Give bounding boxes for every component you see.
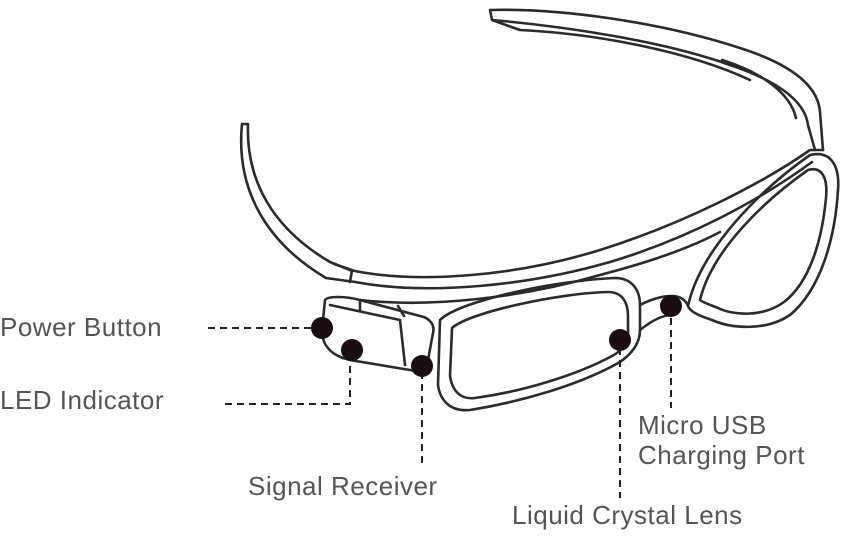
led-indicator-marker xyxy=(341,339,363,361)
power-button-label: Power Button xyxy=(0,312,163,342)
usb-port-marker xyxy=(660,295,682,317)
micro-usb-label: Micro USB Charging Port xyxy=(638,410,805,470)
liquid-crystal-lens-label: Liquid Crystal Lens xyxy=(512,500,743,530)
far-lens-frame xyxy=(686,152,840,329)
far-temple-arm xyxy=(488,8,825,152)
power-button-marker xyxy=(311,317,333,339)
micro-usb-label-line1: Micro USB xyxy=(638,410,767,440)
led-indicator-leader xyxy=(225,356,351,405)
near-lens-frame xyxy=(436,276,642,412)
lens-marker xyxy=(609,329,631,351)
signal-receiver-marker xyxy=(411,355,433,377)
signal-receiver-label: Signal Receiver xyxy=(248,471,438,501)
led-indicator-label: LED Indicator xyxy=(0,385,165,415)
near-temple-arm xyxy=(239,122,357,284)
micro-usb-label-line2: Charging Port xyxy=(638,440,805,470)
